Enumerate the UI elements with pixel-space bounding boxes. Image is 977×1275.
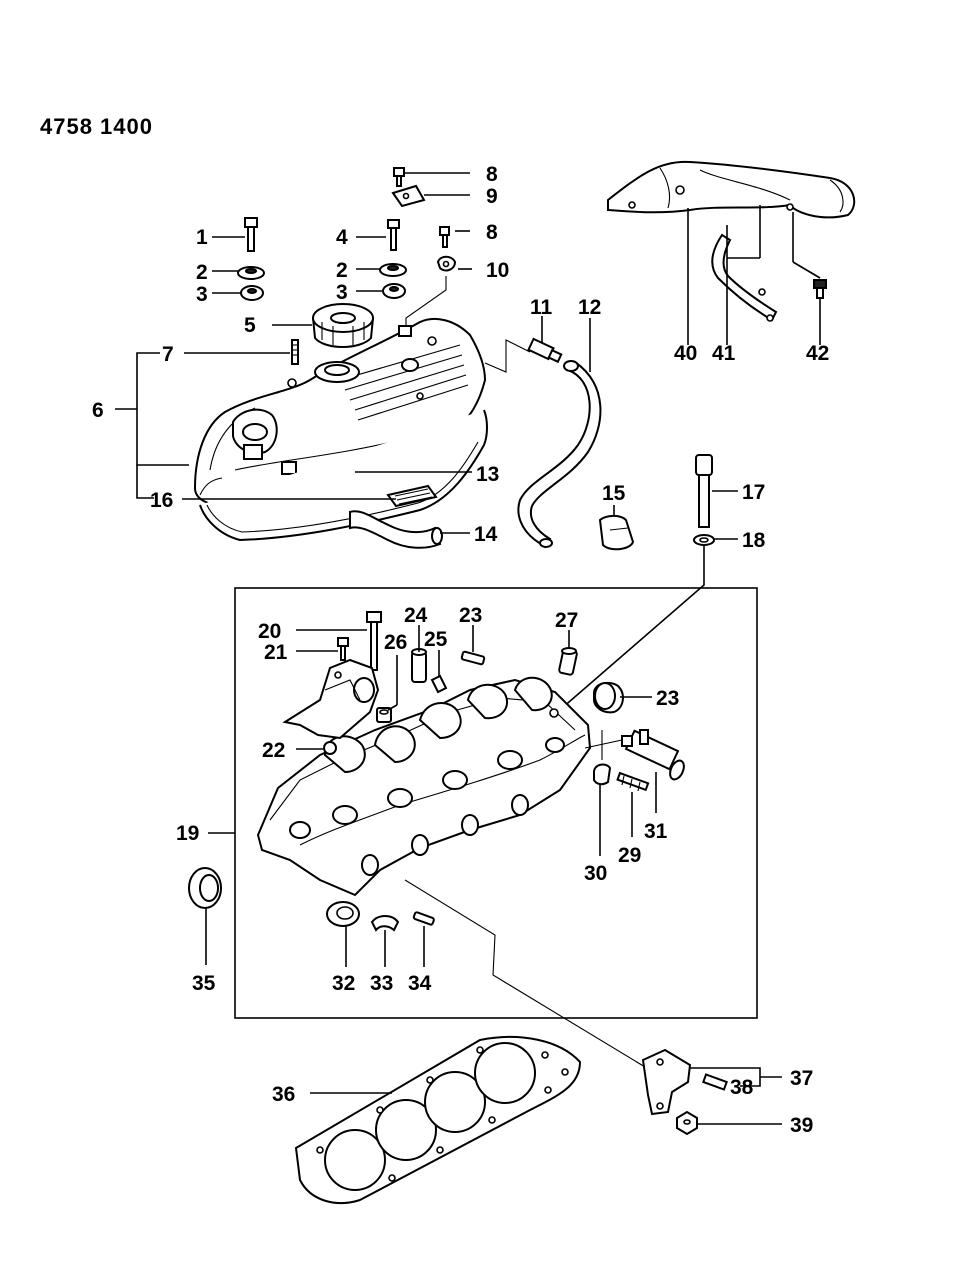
caution-label — [386, 484, 438, 508]
callout-7: 7 — [162, 343, 174, 366]
callout-17: 17 — [742, 481, 765, 504]
callout-37: 37 — [790, 1067, 813, 1090]
grommet-2-left — [237, 266, 265, 280]
callout-41: 41 — [712, 342, 736, 365]
callout-23-upper: 23 — [459, 604, 482, 627]
callout-29: 29 — [618, 844, 641, 867]
nut-39 — [676, 1110, 698, 1136]
callout-8-upper: 8 — [486, 163, 498, 186]
cover-bolt-4 — [387, 219, 400, 251]
heat-shield-bolt — [813, 279, 827, 299]
callout-36: 36 — [272, 1083, 295, 1106]
callout-26: 26 — [384, 631, 407, 654]
bolt-21 — [337, 637, 349, 661]
water-outlet-fitting-31 — [621, 729, 685, 781]
callout-10: 10 — [486, 259, 509, 282]
stud-29 — [616, 771, 650, 792]
bracket-9 — [391, 184, 426, 208]
callout-14: 14 — [474, 523, 498, 546]
heat-shield-bracket — [711, 233, 778, 322]
callout-6: 6 — [92, 399, 104, 422]
valve-stem-seal-26 — [376, 707, 392, 723]
callout-22: 22 — [262, 739, 285, 762]
pin-34 — [412, 911, 435, 926]
callout-38: 38 — [730, 1076, 754, 1099]
callout-13: 13 — [476, 463, 499, 486]
cylinder-head-assembly-frame — [234, 587, 758, 1019]
callout-24: 24 — [404, 604, 428, 627]
callout-9: 9 — [486, 185, 498, 208]
callout-1: 1 — [196, 226, 208, 249]
bracket-37 — [641, 1048, 692, 1116]
head-bolt-17 — [695, 454, 713, 528]
bolt-8-upper — [393, 167, 405, 187]
washer-18 — [693, 534, 715, 546]
half-moon-seal-33 — [370, 915, 400, 932]
callout-30: 30 — [584, 862, 607, 885]
seal-3-right — [382, 283, 406, 299]
lash-adjuster-24 — [411, 648, 427, 683]
callout-23-right: 23 — [656, 687, 679, 710]
callout-39: 39 — [790, 1114, 813, 1137]
bolt-8-lower — [439, 226, 450, 248]
callout-31: 31 — [644, 820, 668, 843]
plug-30 — [593, 763, 612, 786]
plug-25 — [430, 674, 448, 694]
callout-33: 33 — [370, 972, 393, 995]
callout-32: 32 — [332, 972, 355, 995]
callout-34: 34 — [408, 972, 432, 995]
callout-8-lower: 8 — [486, 221, 498, 244]
seal-32 — [326, 901, 360, 927]
rocker-arm-shaft-assembly — [282, 658, 380, 740]
callout-12: 12 — [578, 296, 601, 319]
pcv-valve — [527, 337, 563, 364]
stud-7 — [291, 339, 299, 365]
callout-5: 5 — [244, 314, 256, 337]
callout-35: 35 — [192, 972, 216, 995]
callout-4: 4 — [336, 226, 348, 249]
cover-bolt-1 — [244, 217, 258, 252]
cylinder-head-gasket — [294, 1035, 582, 1205]
seal-3-left — [240, 285, 264, 301]
breather-hose — [349, 510, 443, 549]
callout-27: 27 — [555, 609, 578, 632]
callout-40: 40 — [674, 342, 697, 365]
callout-18: 18 — [742, 529, 766, 552]
callout-11: 11 — [530, 296, 553, 319]
cover-gasket — [199, 409, 488, 542]
spark-plug-tube-27 — [558, 647, 578, 676]
clamp-10 — [436, 255, 457, 272]
callout-3-left: 3 — [196, 283, 208, 306]
callout-3-right: 3 — [336, 281, 348, 304]
callout-2-right: 2 — [336, 259, 348, 282]
oil-filler-cap — [311, 303, 375, 348]
callout-21: 21 — [264, 641, 288, 664]
callout-19: 19 — [176, 822, 199, 845]
cylinder-head — [256, 676, 592, 897]
callout-2-left: 2 — [196, 261, 208, 284]
pcv-hose — [517, 360, 602, 549]
diagram-ref-number: 4758 1400 — [40, 114, 153, 139]
exhaust-heat-shield — [607, 160, 856, 219]
callout-15: 15 — [602, 482, 626, 505]
camshaft-cap-plug-23 — [593, 681, 624, 714]
bolt-38 — [702, 1073, 728, 1091]
grommet-2-right — [379, 263, 407, 277]
callout-20: 20 — [258, 620, 281, 643]
rubber-cap-15 — [598, 514, 635, 551]
callout-16: 16 — [150, 489, 173, 512]
dowel-pin-23 — [460, 650, 486, 666]
camshaft-oil-seal-35 — [188, 867, 222, 909]
callout-42: 42 — [806, 342, 829, 365]
bolt-20 — [366, 611, 382, 671]
callout-25: 25 — [424, 628, 448, 651]
ball-22 — [323, 741, 337, 755]
